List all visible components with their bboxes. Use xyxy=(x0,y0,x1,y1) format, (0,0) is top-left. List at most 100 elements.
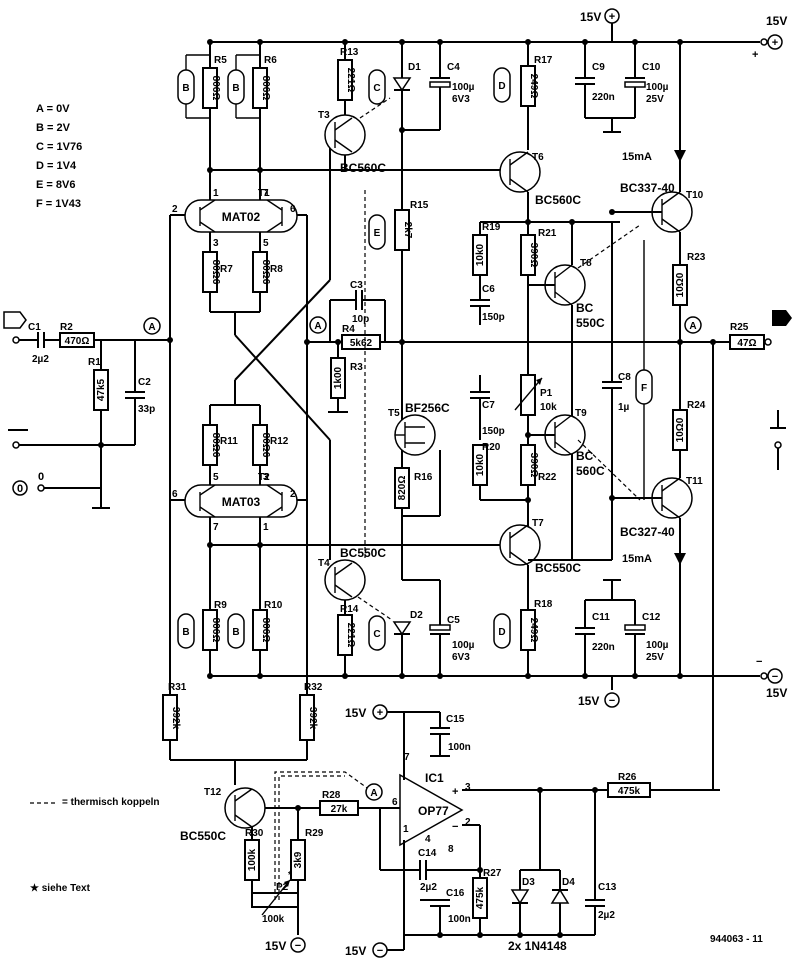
terminal-15v-top[interactable]: + 15V xyxy=(580,8,620,24)
svg-text:T7: T7 xyxy=(532,518,544,529)
svg-text:R14: R14 xyxy=(340,604,359,615)
svg-text:A: A xyxy=(689,321,696,332)
probe-d-1: D xyxy=(493,67,511,103)
transistor-t10: T10 BC337-40 xyxy=(612,181,704,233)
svg-text:80Ω6: 80Ω6 xyxy=(210,433,221,458)
terminal-15v-servo-neg2[interactable]: − 15V xyxy=(345,935,405,958)
svg-text:−: − xyxy=(756,656,762,668)
capacitor-c10: C10 100µ 25V xyxy=(624,42,669,118)
svg-text:80Ω6: 80Ω6 xyxy=(260,433,271,458)
svg-text:BC560C: BC560C xyxy=(535,193,581,207)
svg-text:33p: 33p xyxy=(138,404,155,415)
thermal-coupling-note: = thermisch koppeln xyxy=(62,797,160,808)
svg-text:15V: 15V xyxy=(766,686,787,700)
probe-b-4: B xyxy=(227,613,245,649)
current-15ma-bottom: 15mA xyxy=(622,553,652,565)
svg-text:392k: 392k xyxy=(170,707,181,730)
svg-text:6V3: 6V3 xyxy=(452,94,470,105)
svg-text:2k7: 2k7 xyxy=(402,222,413,239)
svg-text:F: F xyxy=(641,383,647,394)
svg-text:80Ω6: 80Ω6 xyxy=(260,260,271,285)
terminal-15v-servo-neg[interactable]: − 15V xyxy=(265,937,306,953)
svg-text:R9: R9 xyxy=(214,600,227,611)
terminal-15v-right[interactable]: + 15V + xyxy=(752,14,787,61)
svg-text:R25: R25 xyxy=(730,322,749,333)
positive-rail xyxy=(210,18,760,43)
resistor-r11: 80Ω6 R11 xyxy=(202,405,238,485)
svg-text:C3: C3 xyxy=(350,280,363,291)
svg-text:BC337-40: BC337-40 xyxy=(620,181,675,195)
svg-text:R4: R4 xyxy=(342,324,355,335)
svg-text:220n: 220n xyxy=(592,92,615,103)
svg-text:15V: 15V xyxy=(580,10,601,24)
capacitor-c13: C13 2µ2 xyxy=(585,790,617,935)
svg-text:−: − xyxy=(377,945,383,957)
resistor-r29: 3k9 R29 xyxy=(290,808,324,900)
svg-text:1: 1 xyxy=(263,522,269,533)
svg-text:1: 1 xyxy=(213,188,219,199)
svg-text:C: C xyxy=(373,629,380,640)
capacitor-c2: C2 33p xyxy=(125,340,155,445)
see-text-note: ★ siehe Text xyxy=(30,883,90,894)
resistor-r17: 249Ω R17 xyxy=(520,42,553,150)
svg-text:6: 6 xyxy=(392,797,398,808)
terminal-15v-servo-pos[interactable]: + 15V xyxy=(345,704,404,720)
probe-e: E xyxy=(368,214,386,250)
svg-text:E: E xyxy=(374,228,381,239)
svg-text:R23: R23 xyxy=(687,252,706,263)
svg-text:820Ω: 820Ω xyxy=(397,476,408,501)
transistor-t4: T4 BC550C xyxy=(318,546,386,601)
svg-text:4: 4 xyxy=(425,834,431,845)
svg-text:15V: 15V xyxy=(766,14,787,28)
svg-text:IC1: IC1 xyxy=(425,771,444,785)
svg-text:100n: 100n xyxy=(448,742,471,753)
svg-text:3: 3 xyxy=(465,782,471,793)
svg-text:560C: 560C xyxy=(576,464,605,478)
transistor-t6: T6 BC560C xyxy=(499,151,581,207)
svg-text:221Ω: 221Ω xyxy=(345,68,356,93)
svg-text:6: 6 xyxy=(172,489,178,500)
svg-text:R6: R6 xyxy=(264,55,277,66)
svg-text:10k0: 10k0 xyxy=(475,243,486,266)
resistor-r21: 390Ω R21 xyxy=(520,222,557,560)
svg-text:C1: C1 xyxy=(28,322,41,333)
svg-text:C: C xyxy=(373,83,380,94)
probe-b-1: B xyxy=(177,54,210,119)
svg-text:0: 0 xyxy=(38,471,44,483)
svg-text:1: 1 xyxy=(403,824,409,835)
capacitor-c6: C6 150p xyxy=(470,284,505,325)
diode-d4: D4 xyxy=(550,870,575,935)
svg-text:475k: 475k xyxy=(475,886,486,909)
svg-text:0: 0 xyxy=(17,483,23,495)
negative-rail xyxy=(210,675,760,690)
svg-text:249Ω: 249Ω xyxy=(528,618,539,643)
svg-text:R8: R8 xyxy=(270,264,283,275)
svg-text:8: 8 xyxy=(448,844,454,855)
terminal-15v-mid-bottom[interactable]: − 15V xyxy=(578,692,620,708)
resistor-r27: 475k R27 xyxy=(472,868,502,935)
svg-text:R18: R18 xyxy=(534,599,553,610)
svg-text:7: 7 xyxy=(263,188,269,199)
svg-text:OP77: OP77 xyxy=(418,804,449,818)
svg-text:BC550C: BC550C xyxy=(180,829,226,843)
svg-text:A: A xyxy=(314,321,321,332)
svg-text:150p: 150p xyxy=(482,312,505,323)
svg-text:10k: 10k xyxy=(540,402,557,413)
zero-terminal[interactable]: 0 0 xyxy=(12,445,110,509)
svg-text:10p: 10p xyxy=(352,314,369,325)
input-terminal[interactable] xyxy=(3,311,38,344)
transistor-t7: T7 BC550C xyxy=(499,518,581,575)
svg-text:2µ2: 2µ2 xyxy=(598,910,615,921)
resistor-r31: 392k R31 xyxy=(162,500,187,760)
input-ground xyxy=(8,429,135,449)
legend-row: C = 1V76 xyxy=(36,141,83,153)
svg-text:T9: T9 xyxy=(575,408,587,419)
resistor-r2: 470Ω R2 xyxy=(59,322,95,348)
svg-text:5: 5 xyxy=(213,472,219,483)
output-terminal[interactable] xyxy=(764,310,792,346)
svg-text:2µ2: 2µ2 xyxy=(420,882,437,893)
terminal-15v-bottom-right[interactable]: − 15V − xyxy=(756,656,787,700)
svg-text:1k00: 1k00 xyxy=(333,366,344,389)
svg-text:C2: C2 xyxy=(138,377,151,388)
svg-text:+: + xyxy=(377,707,383,719)
